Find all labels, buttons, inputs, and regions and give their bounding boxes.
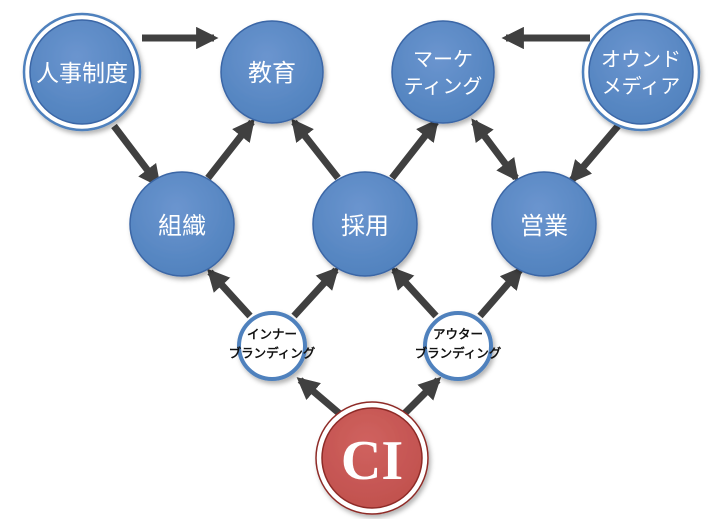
node-owned-media: オウンド メディア bbox=[581, 12, 701, 132]
node-label-line1: マーケ bbox=[413, 47, 473, 71]
node-circle bbox=[312, 171, 418, 277]
node-label-line1: アウター bbox=[433, 327, 483, 342]
arrows bbox=[111, 26, 621, 417]
node-label-line2: ティング bbox=[404, 74, 483, 98]
arrow-ci-to-inner bbox=[296, 377, 343, 417]
node-label: 教育 bbox=[248, 59, 296, 87]
node-soshiki: 組織 bbox=[129, 171, 235, 277]
arrow-outer-to-saiyo bbox=[390, 266, 439, 319]
node-inner-branding: インナー ブランディング bbox=[229, 311, 316, 381]
node-circle bbox=[29, 19, 135, 125]
node-circle bbox=[237, 311, 307, 381]
arrow-inner-to-soshiki bbox=[206, 268, 253, 319]
node-circle bbox=[129, 171, 235, 277]
node-saiyo: 採用 bbox=[312, 171, 418, 277]
arrow-inner-to-saiyo bbox=[291, 266, 340, 319]
node-circle bbox=[491, 171, 597, 277]
node-circle bbox=[423, 311, 493, 381]
node-jinji-seido: 人事制度 bbox=[22, 12, 142, 132]
node-label: 採用 bbox=[341, 212, 389, 240]
arrow-marketing-eigyo-bidirectional bbox=[471, 118, 519, 182]
node-label: CI bbox=[341, 430, 403, 492]
node-label: 組織 bbox=[158, 212, 206, 240]
node-label-line1: インナー bbox=[247, 327, 297, 342]
arrow-outer-to-eigyo bbox=[477, 266, 523, 319]
node-circle bbox=[220, 20, 324, 124]
node-ci: CI bbox=[315, 401, 429, 515]
node-eigyo: 営業 bbox=[491, 171, 597, 277]
node-label-line2: メディア bbox=[602, 74, 681, 98]
node-kyoiku: 教育 bbox=[220, 20, 324, 124]
node-marketing: マーケ ティング bbox=[391, 20, 495, 124]
arrow-ci-to-outer bbox=[401, 376, 442, 417]
arrow-owned-media-to-eigyo bbox=[569, 123, 621, 184]
arrow-jinji-to-soshiki bbox=[111, 123, 161, 188]
node-outer-branding: アウター ブランディング bbox=[415, 311, 502, 381]
node-label-line2: ブランディング bbox=[415, 346, 502, 361]
node-circle bbox=[321, 407, 423, 509]
node-circle bbox=[588, 19, 694, 125]
node-label-line1: オウンド bbox=[601, 47, 681, 71]
arrow-saiyo-to-kyoiku bbox=[291, 118, 341, 181]
arrow-soshiki-to-kyoiku bbox=[205, 118, 255, 181]
node-label: 人事制度 bbox=[36, 61, 128, 87]
node-circle bbox=[391, 20, 495, 124]
node-label-line2: ブランディング bbox=[229, 346, 316, 361]
node-label: 営業 bbox=[520, 212, 568, 240]
arrow-saiyo-to-marketing bbox=[389, 118, 439, 181]
